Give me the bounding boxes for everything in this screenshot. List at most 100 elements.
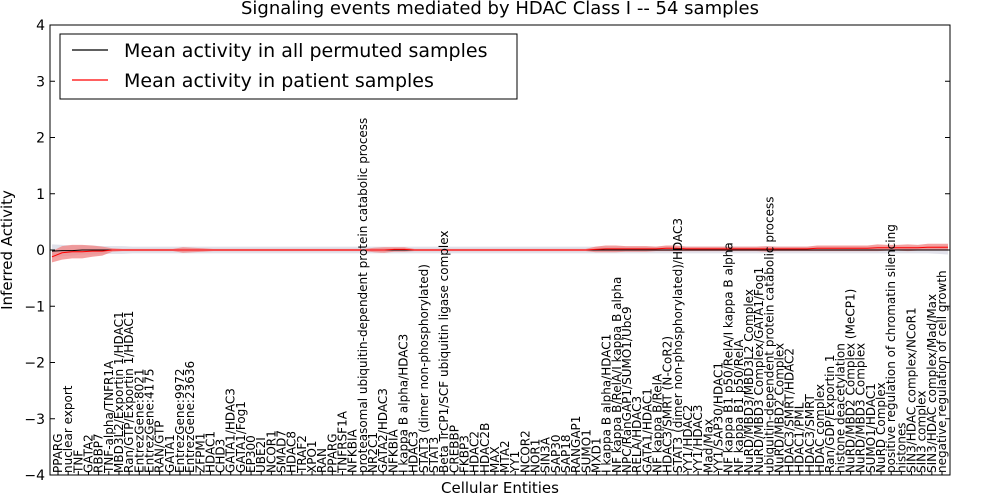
x-tick-label: NuRD/MBD2 Complex (MeCP1) [844,289,858,473]
x-tick-label: I kappa B alpha/HDAC3 [397,334,411,473]
x-tick-label: EP300 [244,435,258,473]
x-tick-label: GATA1/HDAC3 [224,388,238,473]
series-lines [51,246,948,258]
legend-label: Mean activity in all permuted samples [124,40,487,62]
x-tick-label: RAN/GTP [153,420,167,473]
x-tick-label: Ran/GTP/Exportin 1/HDAC1 [122,311,136,473]
x-tick-label: MBD3L2/Exportin 1/HDAC1 [112,311,126,473]
x-tick-label: MAX [488,446,502,473]
x-tick-label: proteasomal ubiquitin-dependent protein … [356,118,370,473]
x-tick-label: YY1/SAP30/HDAC1 [712,362,726,474]
x-tick-label: NuRD/MBD2 Complex [772,343,786,473]
x-tick-label: HDAC3/SMRT (N-CoR2) [661,336,675,473]
y-tick-label: −1 [24,299,45,315]
y-tick-label: 4 [36,18,45,34]
x-tick-label: HDAC3 [407,431,421,473]
x-tick-label: NuRD/MBD3 Complex/GATA1/Fog1 [752,267,766,473]
x-tick-label: NF kappa B/RelA [651,373,665,473]
confidence-bands [52,243,948,263]
y-tick-label: 3 [36,74,45,90]
x-tick-label: YY1/HDAC2 [681,405,695,474]
x-tick-label: RAN [315,448,329,473]
x-tick-label: STAT3 [427,437,441,473]
x-tick-label: NCOR2 [518,430,532,473]
x-tick-label: YY1/HDAC3 [691,405,705,474]
x-tick-label: NF kappa B1 p50/RelA/I kappa B alpha [722,242,736,473]
x-tick-label: negative regulation of cell growth [935,270,949,473]
x-tick-label: SUMO1 [579,429,593,473]
y-tick-label: 2 [36,131,45,147]
x-tick-label: NF kappa B/RelA/I kappa B alpha [610,277,624,473]
x-tick-label: RBBP7 [92,433,106,473]
legend: Mean activity in all permuted samplesMea… [59,33,518,100]
x-tick-label: NF kappa B1 p50/RelA [732,339,746,473]
x-tick-label: ZFPM1 [193,433,207,473]
x-tick-label: NuRD/MBD3/MBD3L2 Complex [742,289,756,473]
x-tick-label: HDAC3/SMRT/HDAC2 [783,348,797,473]
x-tick-label: SIN3/HDAC complex/Mad/Max [925,294,939,473]
x-tick-label: MXD1 [590,438,604,473]
x-tick-label: TNF-alpha/TNFR1A [102,360,116,474]
x-tick-label: RANGAP1 [569,416,583,473]
x-tick-label: EntrezGene:8021 [132,369,146,474]
x-tick-label: NR2C1 [366,432,380,473]
y-tick-label: 1 [36,187,45,203]
x-tick-label: UBE2I [254,437,268,473]
x-tick-label: STAT3 (dimer non-phosphorylated)/HDAC3 [671,218,685,473]
x-tick-label: GATA1/Fog1 [234,401,248,473]
x-tick-label: NOR1 [529,439,543,473]
x-tick-label: HDAC2B [478,423,492,473]
x-tick-label: Beta TrCP1/SCF ubiquitin ligase complex [437,230,451,473]
x-tick-label: SAP30 [549,434,563,473]
x-tick-label: histones [894,423,908,473]
plot-frame [49,24,951,476]
x-tick-label: CHD3 [214,439,228,473]
x-tick-label: Mad/Max [701,419,715,473]
x-tick-label: NuRD Complex [874,382,888,473]
x-tick-label: SIN3 complex [915,391,929,473]
x-tick-label: TNFRSF1A [336,410,350,474]
x-tick-label: RELA/HDAC3 [630,396,644,473]
y-tick-label: −3 [24,412,45,428]
x-tick-label: STAT3 (dimer non-phosphorylated) [417,264,431,473]
x-tick-label: CREBBP [447,425,461,473]
chart-title: Signaling events mediated by HDAC Class … [241,0,759,19]
x-tick-label: HDAC2 [468,431,482,473]
x-tick-label: EntrezGene:9972 [173,369,187,474]
x-tick-label: NFKBIA [346,428,360,473]
x-tick-label: YY1 [508,451,522,474]
x-tick-label: NuRD/MBD3 Complex [854,343,868,473]
x-tick-label: I kappa B alpha/HDAC1 [600,334,614,473]
x-tick-label: GATA1/HDAC1 [640,388,654,473]
x-tick-label: HDAC1/PML [793,402,807,473]
x-tick-label: GATA1 [163,434,177,473]
y-tick-label: −4 [24,468,45,484]
x-tick-label: NFKBIA [386,428,400,473]
legend-box [59,33,518,100]
x-axis-label: Cellular Entities [441,479,559,497]
x-tick-label: GATA2/HDAC3 [376,388,390,473]
x-tick-label: EntrezGene:4175 [142,369,156,474]
x-tick-label: Ran/GDP/Exportin 1 [823,354,837,473]
x-tick-label: TNF [71,450,85,474]
patient-mean-line [51,246,948,258]
legend-label: Mean activity in patient samples [124,70,434,92]
x-tick-label: NPC/RanGAP1/SUMO1/Ubc9 [620,306,634,473]
x-tick-label: positive regulation of chromatin silenci… [884,224,898,473]
x-tick-label: XPO1 [305,440,319,473]
x-tick-label: SUMO1/HDAC1 [864,383,878,473]
x-tick-label: EntrezGene:23636 [183,361,197,473]
x-tick-label: HDAC3/SMRT [803,393,817,473]
x-tick-label: HDAC complex [813,384,827,473]
y-tick-label: 0 [36,243,45,259]
x-tick-label: SAP18 [559,434,573,473]
x-tick-label: TRAF2 [295,435,309,474]
x-tick-label: MTA2 [498,440,512,473]
x-tick-label: NCOR1 [264,430,278,473]
y-axis-label: Inferred Activity [0,190,16,310]
x-tick-label: SIN3A [539,436,553,473]
x-tick-label: PPARG [51,433,65,473]
x-tick-label: SIN3/HDAC complex/NCoR1 [905,307,919,473]
